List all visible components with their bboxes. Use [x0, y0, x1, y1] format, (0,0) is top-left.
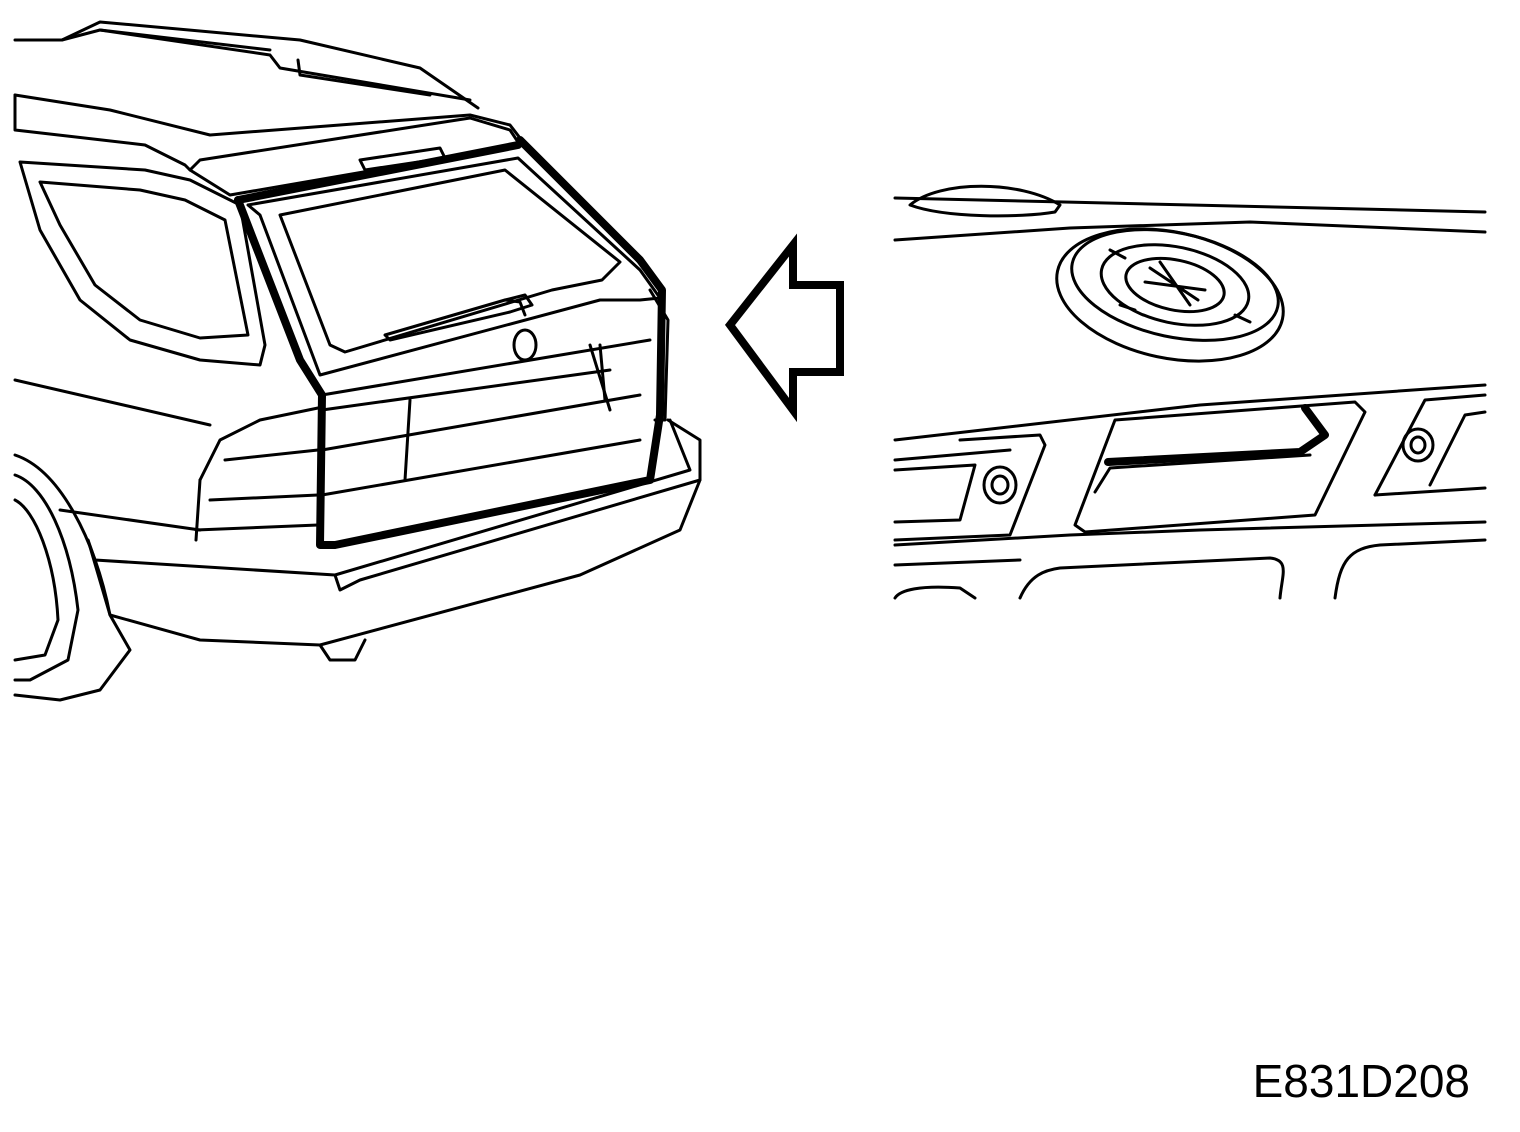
top-bump [908, 184, 1062, 218]
body-side-line [13, 93, 192, 172]
rear-wiper [383, 293, 534, 342]
right-screw [1373, 393, 1487, 497]
tailgate-panels [320, 328, 652, 497]
rear-windscreen-inner [278, 168, 622, 354]
tailgate-handle [1073, 400, 1367, 534]
side-window-outer [18, 160, 267, 367]
roof-spoiler [188, 116, 522, 197]
rear-bumper [58, 418, 702, 662]
detail-view-handle [893, 184, 1487, 600]
side-window-inner [38, 180, 250, 340]
left-arrow-icon [724, 233, 844, 423]
emblem-icon [1055, 227, 1285, 363]
rear-windscreen-outer [246, 156, 662, 377]
roof-rails [13, 20, 522, 140]
car-rear-view [13, 20, 702, 702]
left-screw [893, 433, 1047, 542]
figure-code-label: E831D208 [1252, 1055, 1470, 1107]
right-tail-lamp [648, 288, 670, 422]
tailgate-seal-outline [234, 136, 666, 549]
rear-wheel [13, 453, 132, 702]
left-tail-lamp [194, 406, 320, 542]
